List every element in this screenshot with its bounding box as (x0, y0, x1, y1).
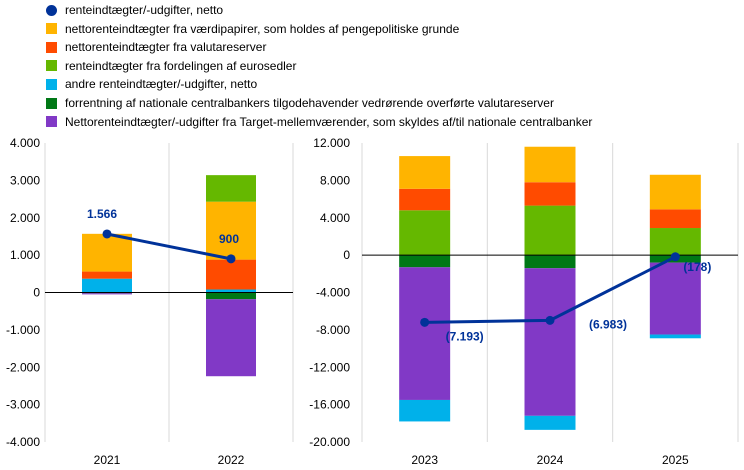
net-data-label: 1.566 (87, 207, 117, 221)
bar-segment (206, 201, 256, 260)
y-tick-label: -16.000 (309, 398, 350, 412)
legend-swatch (46, 4, 57, 16)
chart-panel-2021-2022: -4.000 -3.000 -2.000 -1.000 0 1.000 2.000 3.000… (6, 136, 294, 467)
legend-item: nettorenteindtægter fra valutareserver (46, 38, 266, 56)
net-line (106, 232, 232, 261)
y-tick-label: -12.000 (309, 360, 350, 374)
legend-label: Nettorenteindtægter/-udgifter fra Target… (65, 114, 593, 129)
x-tick-label: 2025 (662, 453, 689, 467)
bar-segment (82, 293, 132, 295)
bar-segment (399, 399, 451, 422)
bar-segment (524, 146, 576, 183)
net-data-label: (178) (683, 260, 711, 274)
bar-segment (524, 415, 576, 430)
bar-segment (399, 255, 451, 268)
bar-segment (524, 205, 576, 256)
bar-segment (524, 182, 576, 206)
bar-segment (82, 233, 132, 272)
x-tick-label: 2023 (411, 453, 438, 467)
legend-label: nettorenteindtægter fra valutareserver (65, 40, 267, 55)
bar-segment (206, 259, 256, 290)
y-tick-label: 4.000 (10, 136, 40, 150)
legend-swatch (46, 23, 57, 35)
bar-segment (649, 262, 701, 335)
legend-item: forrentning af nationale centralbankers … (46, 94, 554, 112)
bar-segment (206, 299, 256, 377)
bar-segment (649, 228, 701, 256)
y-tick-label: 3.000 (10, 173, 40, 187)
bar-segment (524, 268, 576, 416)
y-tick-label: -3.000 (6, 398, 40, 412)
y-tick-label: -4.000 (6, 435, 40, 449)
legend-item: renteindtægter fra fordelingen af eurose… (46, 57, 296, 75)
x-tick-label: 2022 (218, 453, 245, 467)
y-tick-label: -4.000 (316, 286, 350, 300)
chart-panel-2023-2024-2025: -20.000 -16.000 -12.000 -8.000 -4.000 0 4.000 8… (309, 136, 739, 467)
net-point (420, 317, 430, 327)
legend-item: Nettorenteindtægter/-udgifter fra Target… (46, 113, 592, 131)
net-point (226, 254, 236, 264)
legend-swatch (46, 60, 57, 72)
y-tick-label: 12.000 (313, 136, 350, 150)
bar-segment (206, 292, 256, 300)
y-tick-label: -2.000 (6, 360, 40, 374)
net-data-label: (7.193) (446, 329, 484, 343)
bar-segment (399, 156, 451, 189)
legend-label: andre renteindtægter/-udgifter, netto (65, 77, 258, 92)
y-tick-label: 2.000 (10, 211, 40, 225)
net-point (102, 229, 112, 239)
bar-segment (649, 334, 701, 339)
legend-label: nettorenteindtægter fra værdipapirer, so… (65, 21, 460, 36)
x-tick-label: 2024 (537, 453, 564, 467)
net-data-label: 900 (219, 232, 239, 246)
y-tick-label: 8.000 (320, 173, 350, 187)
legend-label: renteindtægter fra fordelingen af eurose… (65, 58, 297, 73)
legend-label: renteindtægter/-udgifter, netto (65, 3, 224, 17)
legend-item: renteindtægter/-udgifter, netto (46, 1, 223, 19)
y-tick-label: 0 (33, 286, 40, 300)
legend-label: forrentning af nationale centralbankers … (65, 96, 554, 110)
bar-segment (399, 188, 451, 211)
legend-swatch (46, 97, 57, 109)
y-tick-label: -20.000 (309, 435, 350, 449)
y-tick-label: 0 (343, 248, 350, 262)
net-data-label: (6.983) (589, 317, 627, 331)
bar-segment (82, 271, 132, 279)
bar-segment (82, 278, 132, 293)
bar-segment (399, 267, 451, 400)
bar-segment (649, 174, 701, 210)
legend-swatch (46, 116, 57, 128)
y-tick-label: -8.000 (316, 323, 350, 337)
legend-item: andre renteindtægter/-udgifter, netto (46, 75, 257, 93)
bar-segment (649, 209, 701, 229)
bar-segment (206, 175, 256, 202)
bar-segment (206, 289, 256, 293)
x-tick-label: 2021 (94, 453, 121, 467)
net-point (670, 252, 680, 262)
legend-swatch (46, 41, 57, 53)
legend-swatch (46, 78, 57, 90)
chart-legend: renteindtægter/-udgifter, netto nettorent… (0, 0, 744, 130)
bar-segment (524, 255, 576, 269)
legend-item: nettorenteindtægter fra værdipapirer, so… (46, 20, 459, 38)
bar-segment (399, 210, 451, 256)
y-tick-label: -1.000 (6, 323, 40, 337)
net-point (545, 315, 555, 325)
y-tick-label: 1.000 (10, 248, 40, 262)
y-tick-label: 4.000 (320, 211, 350, 225)
